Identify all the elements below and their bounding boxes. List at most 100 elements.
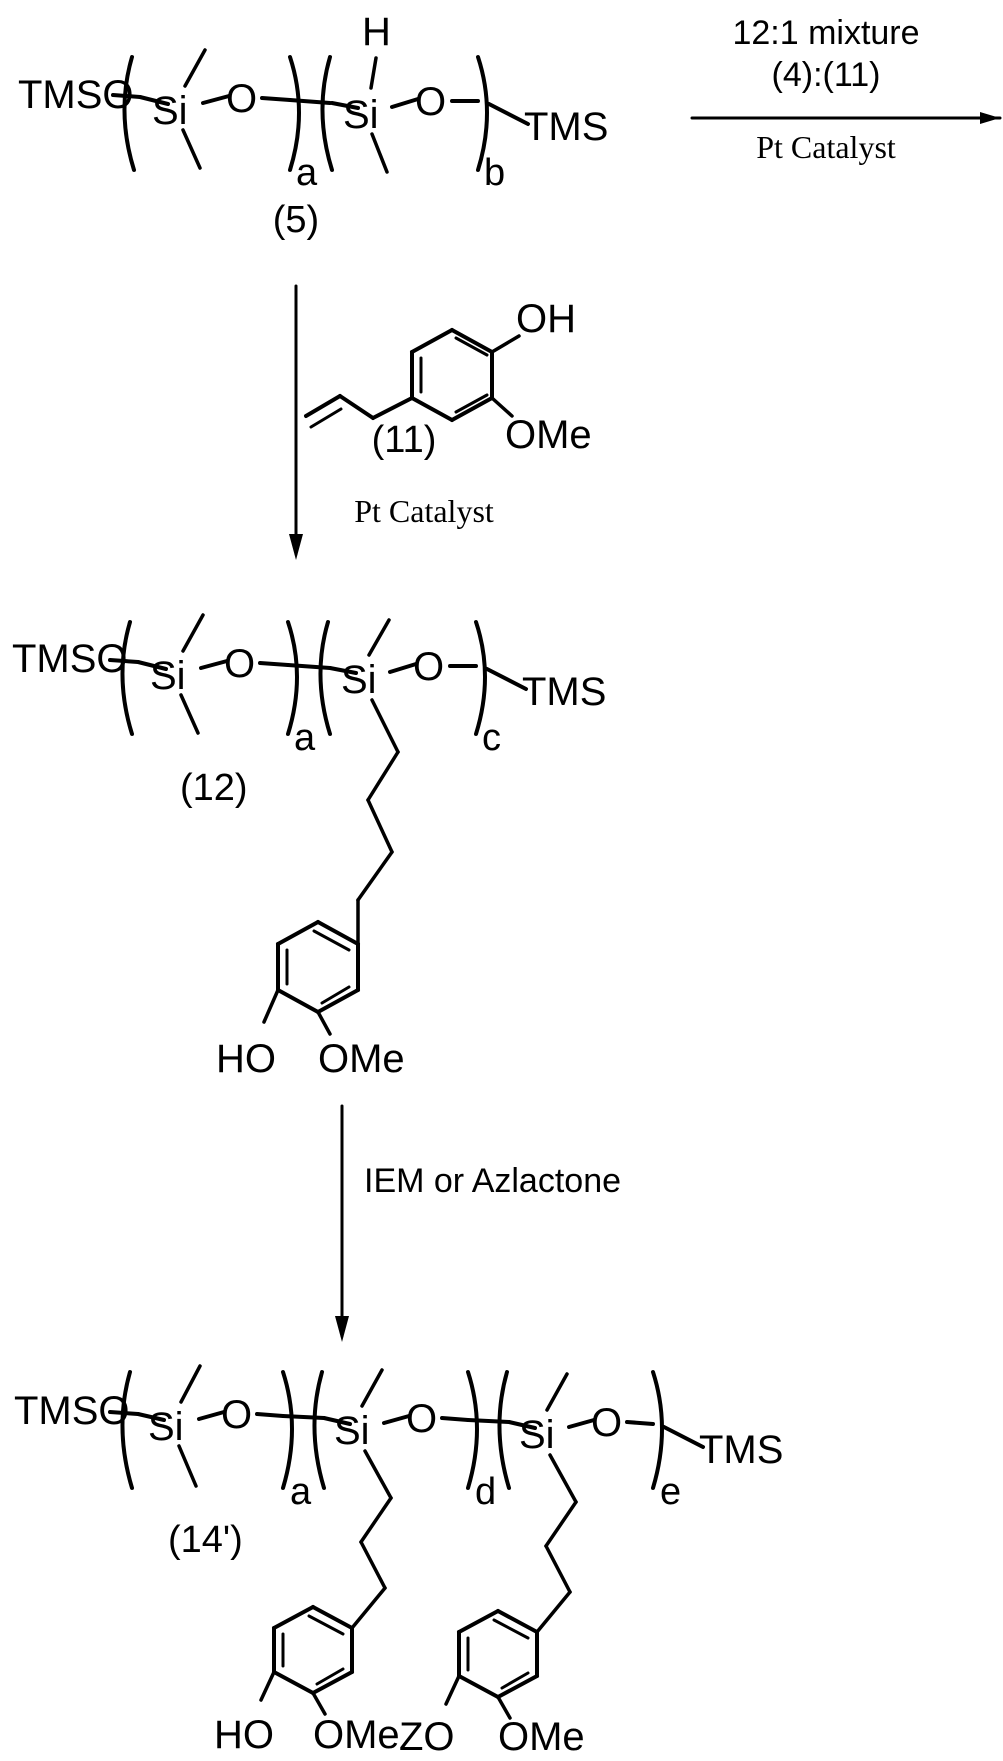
ring-inner-11-bottom	[454, 393, 489, 414]
atom-label-ome-11: OMe	[505, 413, 592, 457]
bond-si2-methyl-down-5	[370, 132, 389, 174]
paren-close-a-12	[286, 620, 299, 736]
bond-ring2-ome-14	[496, 1695, 512, 1720]
ring1-inner-top-14	[307, 1614, 345, 1636]
structure-5: TMSO Si O a Si H O	[18, 10, 608, 241]
paren-open-a-14	[120, 1370, 134, 1490]
bond-o-close-a-14	[255, 1412, 285, 1418]
atom-label-o-3-14: O	[591, 1401, 622, 1445]
atom-label-o-2-14: O	[406, 1397, 437, 1441]
ring-inner-11-top	[454, 336, 489, 357]
ring-bond-11-topright	[450, 328, 494, 354]
bond-open-si2-14	[322, 1416, 352, 1426]
bond-propyl-1a-14	[363, 1449, 393, 1500]
bond-open-si1-14	[136, 1412, 166, 1422]
bond-allyl-3-11	[304, 394, 342, 418]
bond-ring1-ome-14	[311, 1691, 327, 1716]
paren-close-d-14	[466, 1370, 479, 1490]
subscript-a-12: a	[294, 717, 316, 759]
bond-si2-h-5	[369, 56, 378, 90]
bond-open-si3-14	[507, 1420, 537, 1430]
bond-between-de-14	[466, 1418, 511, 1424]
ring1-bond-topleft-14	[272, 1605, 315, 1630]
subscript-a-14: a	[290, 1471, 312, 1513]
bond-allyl-double-11	[309, 407, 343, 429]
arrow-head-vertical-1	[289, 534, 303, 560]
arrow-horizontal-top: 12:1 mixture (4):(11) Pt Catalyst	[690, 14, 1002, 165]
bond-si1-methyl-up-5	[183, 48, 207, 88]
bond-si1-methyl-down-5	[181, 128, 202, 170]
atom-label-si-1-12: Si	[150, 654, 186, 698]
bond-ring-ome-12	[316, 1010, 332, 1036]
bond-ring1-ho-14	[259, 1670, 276, 1702]
bond-between-parens-12	[286, 663, 332, 670]
bond-open-si1-5	[138, 95, 170, 106]
atom-label-si-2-12: Si	[341, 658, 377, 702]
atom-label-o-2-12: O	[413, 645, 444, 689]
bond-si3-o-14	[567, 1418, 596, 1429]
atom-label-si-3-14: Si	[519, 1413, 555, 1457]
atom-label-ho-14: HO	[214, 1713, 274, 1757]
atom-label-o-1-5: O	[226, 77, 257, 121]
ring2-inner-bottom-14	[500, 1671, 530, 1690]
ring2-bond-bottomright-14	[496, 1674, 539, 1699]
reagent-mixture-components: (4):(11)	[772, 56, 881, 94]
ring1-bond-top-14	[311, 1605, 354, 1630]
reagent-mixture-ratio: 12:1 mixture	[732, 14, 919, 52]
atom-label-ho-12: HO	[216, 1037, 276, 1081]
paren-open-b-5	[320, 55, 334, 172]
ring2-bond-top-14	[496, 1609, 539, 1634]
ring-inner-12-bottom	[320, 985, 351, 1005]
bond-si1-methyl-up-14	[179, 1364, 202, 1404]
bond-si1-o-14	[197, 1410, 226, 1421]
structure-12: TMSO Si O a Si O c TMS (12)	[12, 613, 606, 1081]
bond-close-tms-14	[662, 1425, 705, 1449]
atom-label-o-1-12: O	[224, 642, 255, 686]
atom-label-ome-1-14: OMe	[313, 1713, 400, 1757]
atom-label-tms-12: TMS	[522, 670, 606, 714]
paren-close-b-5	[476, 55, 489, 172]
bond-between-parens-5	[288, 98, 332, 105]
bond-o-close-e-14	[625, 1420, 655, 1426]
bond-propyl-2b-14	[544, 1500, 578, 1548]
atom-label-h-5: H	[362, 10, 391, 54]
bond-si2-o-5	[390, 97, 420, 109]
atom-label-ome-12: OMe	[318, 1037, 405, 1081]
bond-propyl-2a-14	[359, 1496, 393, 1544]
paren-close-e-14	[651, 1370, 664, 1490]
paren-open-c-12	[318, 620, 332, 736]
arrow-vertical-second: IEM or Azlactone	[335, 1104, 621, 1342]
bond-open-si1-12	[136, 660, 168, 671]
bond-propyl-4b-14	[535, 1590, 572, 1634]
bond-propyl-1-12	[370, 698, 400, 754]
ring-bond-12-top	[316, 920, 360, 946]
ring2-bond-bottomleft-14	[457, 1674, 500, 1699]
atom-label-tms-14: TMS	[699, 1428, 783, 1472]
paren-close-c-12	[474, 620, 487, 736]
paren-close-a-14	[281, 1370, 294, 1490]
bond-ring-ho-12	[262, 988, 280, 1024]
compound-label-12: (12)	[180, 767, 248, 809]
ring1-bond-bottomright-14	[311, 1670, 354, 1695]
bond-ring-oh-11	[490, 334, 521, 354]
ring1-bond-bottomleft-14	[272, 1670, 315, 1695]
bond-ring-ome-11	[490, 396, 514, 418]
paren-open-d-14	[312, 1370, 326, 1490]
bond-close-tms-12	[485, 667, 528, 691]
bond-o-close-d-14	[440, 1416, 470, 1422]
subscript-d-14: d	[475, 1471, 496, 1513]
subscript-c-12: c	[482, 717, 501, 759]
structure-11: OH OMe (11) Pt Catalyst	[304, 297, 592, 529]
atom-label-si-1-5: Si	[152, 89, 188, 133]
bond-open-si2-12	[328, 666, 358, 675]
reagent-pt-catalyst-top: Pt Catalyst	[756, 129, 896, 165]
atom-label-o-2-5: O	[415, 80, 446, 124]
bond-propyl-2-12	[366, 750, 400, 802]
ring2-inner-top-14	[492, 1618, 530, 1640]
bond-propyl-3a-14	[359, 1540, 387, 1590]
ring-bond-12-topleft	[276, 920, 320, 946]
compound-label-14prime: (14')	[168, 1519, 243, 1561]
atom-label-si-2-14: Si	[334, 1409, 370, 1453]
bond-si1-methyl-down-12	[179, 693, 200, 735]
ring-bond-11-topleft	[410, 328, 454, 354]
